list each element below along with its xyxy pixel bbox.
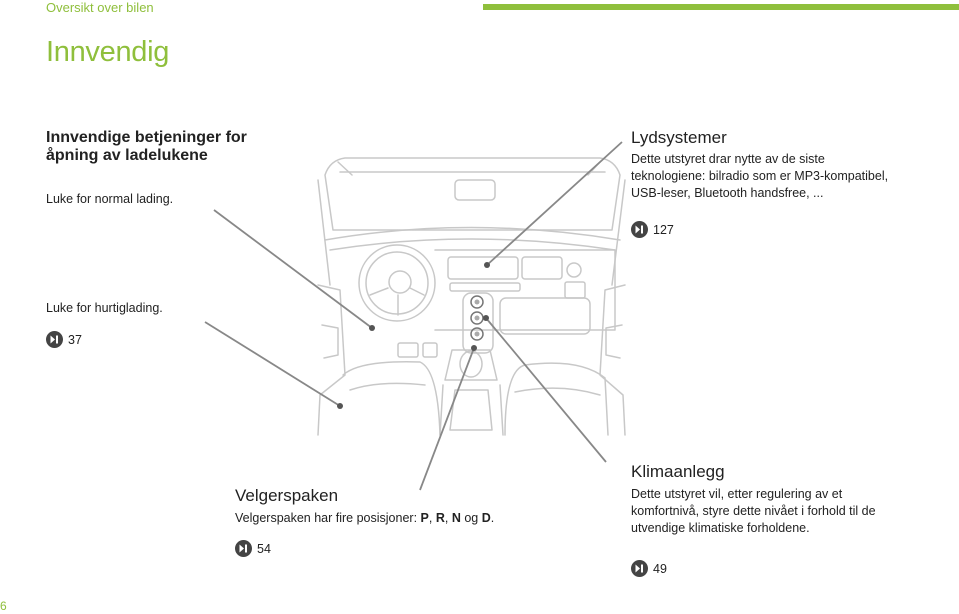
- page-ref-number: 37: [68, 332, 82, 347]
- gear-selector-description: Velgerspaken har fire posisjoner: P, R, …: [235, 510, 494, 527]
- gear-position-p: P: [420, 511, 429, 525]
- page-ref-arrow-icon: [631, 221, 648, 238]
- page-ref-arrow-icon: [235, 540, 252, 557]
- gear-selector-title: Velgerspaken: [235, 486, 339, 505]
- page-number: 6: [0, 599, 7, 613]
- fast-charging-label: Luke for hurtiglading.: [46, 301, 163, 315]
- page-ref-arrow-icon: [631, 560, 648, 577]
- header-accent-bar: [483, 4, 959, 10]
- charging-page-ref[interactable]: 37: [46, 331, 82, 348]
- climate-text-line2: komfortnivå, styre dette nivået i forhol…: [631, 504, 876, 518]
- climate-text-line1: Dette utstyret vil, etter regulering av …: [631, 487, 843, 501]
- audio-text-line1: Dette utstyret drar nytte av de siste: [631, 152, 825, 166]
- climate-page-ref[interactable]: 49: [631, 560, 667, 577]
- page-title: Innvendig: [46, 36, 170, 68]
- audio-page-ref[interactable]: 127: [631, 221, 674, 238]
- audio-text-line2: teknologiene: bilradio som er MP3-kompat…: [631, 169, 889, 183]
- climate-title: Klimaanlegg: [631, 462, 725, 481]
- climate-description: Dette utstyret vil, etter regulering av …: [631, 486, 876, 537]
- gear-page-ref[interactable]: 54: [235, 540, 271, 557]
- audio-description: Dette utstyret drar nytte av de siste te…: [631, 151, 888, 202]
- page-ref-arrow-icon: [46, 331, 63, 348]
- page-ref-number: 127: [653, 222, 674, 237]
- climate-text-line3: utvendige klimatiske forholdene.: [631, 521, 810, 535]
- normal-charging-label: Luke for normal lading.: [46, 192, 174, 206]
- gear-position-n: N: [451, 511, 461, 525]
- section-title: Oversikt over bilen: [46, 0, 154, 15]
- gear-position-r: R: [435, 511, 445, 525]
- charging-flaps-title: Innvendige betjeninger for åpning av lad…: [46, 129, 276, 165]
- gear-end: .: [490, 511, 495, 525]
- audio-text-line3: USB-leser, Bluetooth handsfree, ...: [631, 186, 824, 200]
- gear-og: og: [460, 511, 482, 525]
- charging-flaps-title-line2: åpning av ladelukene: [46, 147, 208, 164]
- charging-flaps-title-line1: Innvendige betjeninger for: [46, 129, 247, 146]
- gear-text-prefix: Velgerspaken har fire posisjoner:: [235, 511, 421, 525]
- gear-sep-2: ,: [444, 511, 452, 525]
- audio-title: Lydsystemer: [631, 128, 727, 147]
- page-ref-number: 49: [653, 561, 667, 576]
- gear-sep-1: ,: [428, 511, 436, 525]
- page-ref-number: 54: [257, 541, 271, 556]
- gear-position-d: D: [481, 511, 491, 525]
